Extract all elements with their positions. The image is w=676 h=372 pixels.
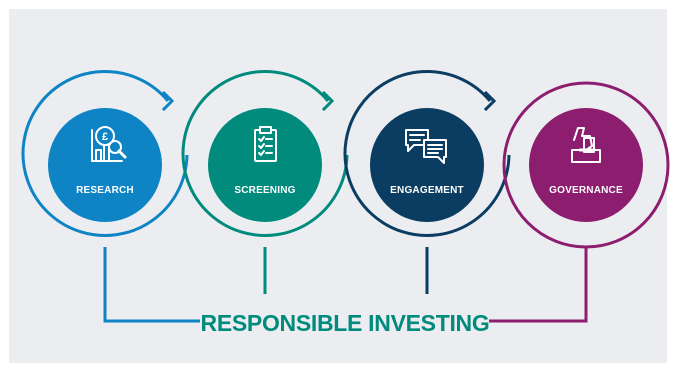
step-label-governance: GOVERNANCE	[549, 185, 623, 196]
pound-search-chart-icon: £	[91, 126, 127, 162]
connector-governance	[489, 247, 588, 323]
outer-rings	[21, 70, 670, 249]
step-labels: RESEARCH SCREENING ENGAGEMENT GOVERNANCE	[76, 185, 623, 196]
arrowheads	[161, 90, 497, 112]
clipboard-checklist-icon	[254, 126, 277, 162]
ring-research	[21, 70, 189, 238]
circle-engagement	[370, 108, 484, 222]
main-title: RESPONSIBLE INVESTING	[201, 310, 490, 336]
connector-lines	[103, 247, 588, 323]
step-label-screening: SCREENING	[234, 185, 295, 196]
arrowhead-research	[161, 90, 175, 112]
speech-bubbles-icon	[405, 129, 447, 164]
circle-governance	[529, 108, 643, 222]
svg-text:£: £	[102, 131, 108, 143]
circle-screening	[208, 108, 322, 222]
arrowhead-engagement	[483, 90, 497, 112]
ring-screening	[181, 70, 349, 238]
ballot-box-icon	[571, 127, 601, 163]
ring-engagement	[343, 70, 511, 238]
step-label-engagement: ENGAGEMENT	[390, 185, 464, 196]
circle-research	[48, 108, 162, 222]
step-circles	[48, 108, 643, 222]
ring-governance	[502, 81, 670, 249]
step-label-research: RESEARCH	[76, 185, 134, 196]
arrowhead-screening	[321, 90, 335, 112]
connector-research	[103, 247, 200, 323]
